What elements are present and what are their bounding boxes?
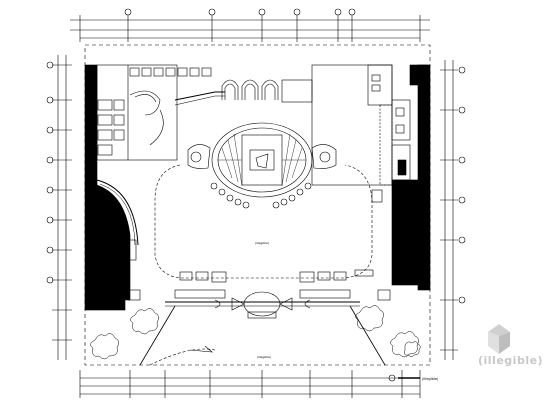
top-service-room xyxy=(281,79,313,103)
top-right-rooms xyxy=(311,64,411,186)
corridor-curved-wall xyxy=(174,91,225,101)
lower-furniture-left xyxy=(174,271,227,299)
room-labels: (illegible) (illegible) xyxy=(255,241,271,359)
office-room-top-left xyxy=(96,64,212,161)
lower-furniture-right xyxy=(299,269,374,299)
right-dimension-chain xyxy=(440,60,466,360)
top-dimension-chain xyxy=(70,8,430,42)
center-label: (illegible) xyxy=(255,241,269,245)
bottom-dimension-chain xyxy=(79,370,421,398)
office-chairs xyxy=(129,67,212,77)
office-desks xyxy=(97,99,125,156)
top-axis-bubbles xyxy=(124,8,356,16)
reception-curved-counter xyxy=(129,90,161,116)
title-block-text: (illegible) xyxy=(422,377,439,381)
top-dimension-ticks xyxy=(79,15,421,42)
entrance-vestibule xyxy=(165,291,360,319)
arched-booths xyxy=(221,79,279,100)
landscape-trees-right xyxy=(355,305,421,358)
seating-group-left xyxy=(187,144,250,209)
left-dimension-chain xyxy=(46,55,72,360)
left-axis-bubbles xyxy=(46,61,54,284)
building-outline xyxy=(84,44,431,366)
entrance-approach xyxy=(139,305,386,366)
entrance-label: (illegible) xyxy=(257,355,271,359)
lobby-dashed-zone xyxy=(154,164,373,279)
landscape-trees-left xyxy=(90,230,159,360)
left-curved-wall-line xyxy=(96,179,139,246)
watermark-logo-icon xyxy=(488,324,510,354)
oval-hatching xyxy=(221,133,303,187)
structural-columns xyxy=(127,189,391,301)
center-object xyxy=(255,153,269,169)
watermark-text: (illegible) xyxy=(478,354,544,367)
seating-group-right xyxy=(272,144,337,209)
right-wall-mass xyxy=(391,64,431,291)
central-oval-island xyxy=(211,122,313,198)
left-wall-mass xyxy=(84,64,131,311)
right-axis-bubbles xyxy=(458,66,466,304)
title-block-mark: (illegible) xyxy=(388,374,439,382)
